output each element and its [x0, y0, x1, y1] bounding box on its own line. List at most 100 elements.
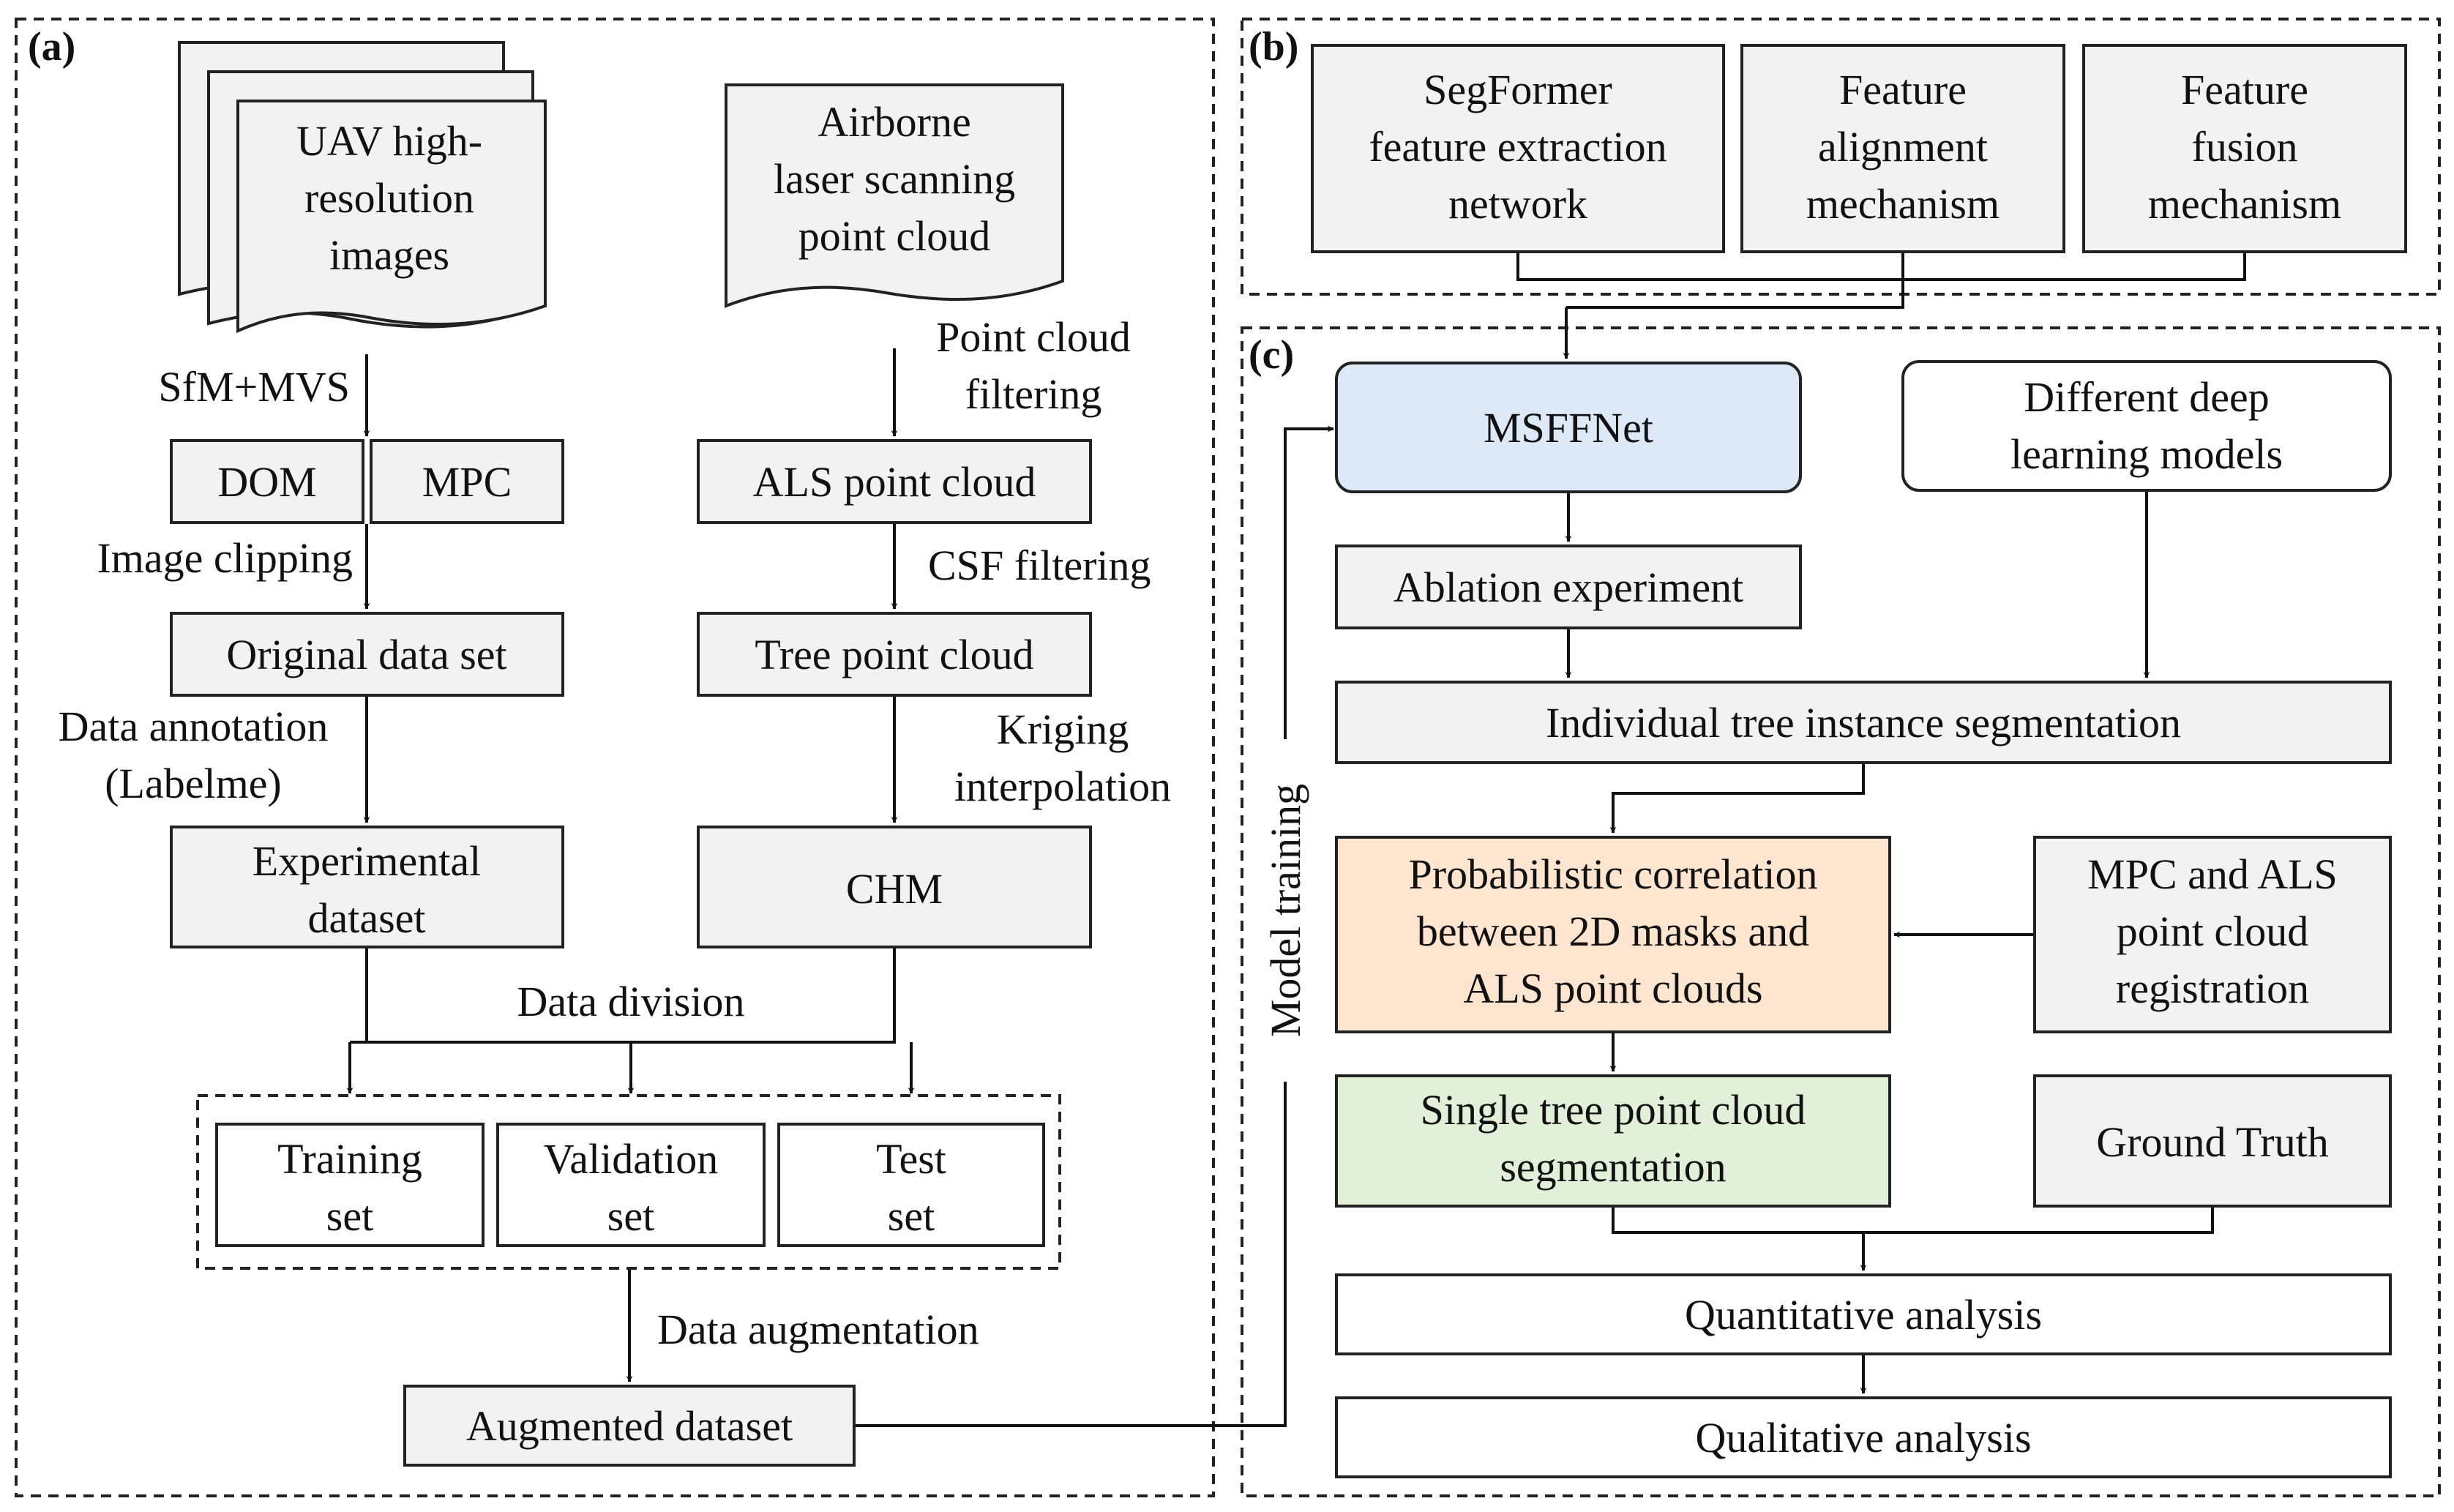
registration-node: MPC and ALS point cloud registration	[2033, 836, 2392, 1033]
label-line: Feature	[1839, 66, 1967, 113]
edge-individual-to-probabilistic	[1609, 764, 1865, 834]
label-line: point cloud	[2117, 907, 2309, 955]
msffnet-label: MSFFNet	[1484, 404, 1653, 452]
feature-fusion-node: Feature fusion mechanism	[2082, 44, 2407, 253]
msffnet-node: MSFFNet	[1335, 362, 1802, 493]
label-line: Airborne	[818, 98, 970, 146]
registration-label: MPC and ALS point cloud registration	[2087, 850, 2338, 1012]
label-line: alignment	[1818, 123, 1988, 171]
validation-set-node: Validation set	[496, 1123, 766, 1247]
label-line: mechanism	[2148, 180, 2341, 228]
label-line: interpolation	[954, 763, 1171, 810]
individual-segmentation-node: Individual tree instance segmentation	[1335, 681, 2392, 764]
probabilistic-box	[1335, 836, 1891, 1033]
msffnet-box	[1335, 362, 1802, 493]
label-line: Test	[876, 1135, 946, 1183]
label-line: CHM	[846, 865, 943, 913]
label-line: Single tree point cloud	[1421, 1086, 1806, 1134]
label-line: dataset	[307, 894, 425, 942]
label-line: DOM	[217, 458, 316, 506]
label-line: Model training	[1262, 784, 1309, 1037]
label-line: fusion	[2192, 123, 2298, 171]
original-dataset-node: Original data set	[170, 612, 564, 697]
original-dataset-label: Original data set	[226, 631, 506, 678]
label-line: Data annotation	[59, 703, 329, 750]
label-line: Data augmentation	[657, 1306, 979, 1353]
single-tree-box	[1335, 1074, 1891, 1208]
label-line: segmentation	[1500, 1143, 1726, 1191]
edge-augmented-model-training	[856, 1082, 1287, 1427]
label-line: Image clipping	[97, 534, 353, 582]
label-line: SfM+MVS	[158, 363, 350, 411]
label-line: Ablation experiment	[1394, 564, 1743, 611]
augmented-dataset-label: Augmented dataset	[466, 1402, 793, 1450]
label-line: images	[329, 231, 449, 279]
label-line: ALS point cloud	[753, 458, 1036, 506]
panel-label-a: (a)	[28, 24, 75, 70]
tree-point-cloud-label: Tree point cloud	[755, 631, 1033, 678]
panel-a-frame	[15, 18, 1215, 1497]
uav-doc-front	[236, 100, 547, 334]
label-line: Feature	[2181, 66, 2308, 113]
data-split-group-frame	[196, 1094, 1061, 1270]
label-line: Validation	[544, 1135, 718, 1183]
label-line: feature extraction	[1369, 123, 1666, 171]
label-line: ALS point clouds	[1463, 965, 1762, 1012]
label-line: Quantitative analysis	[1685, 1291, 2042, 1339]
chm-node: CHM	[697, 826, 1092, 948]
label-line: Original data set	[226, 631, 506, 678]
ground-truth-label: Ground Truth	[2096, 1118, 2328, 1166]
deep-models-box	[1901, 360, 2392, 492]
dom-node: DOM	[170, 439, 364, 524]
edge-model-training-to-msffnet	[1284, 425, 1334, 739]
validation-set-label: Validation set	[544, 1135, 718, 1240]
label-line: Individual tree instance segmentation	[1546, 699, 2181, 746]
panel-b-frame	[1241, 18, 2441, 296]
label-line: Data division	[517, 978, 745, 1025]
mpc-label: MPC	[422, 458, 512, 506]
ground-truth-node: Ground Truth	[2033, 1074, 2392, 1208]
label-line: registration	[2116, 965, 2309, 1012]
label-line: network	[1448, 180, 1587, 228]
label-line: (Labelme)	[105, 760, 282, 807]
data-augmentation-label: Data augmentation	[657, 1306, 979, 1353]
data-annotation-label: Data annotation (Labelme)	[59, 703, 329, 807]
label-line: set	[607, 1192, 654, 1240]
quantitative-label: Quantitative analysis	[1685, 1291, 2042, 1339]
label-line: Ground Truth	[2096, 1118, 2328, 1166]
tree-point-cloud-node: Tree point cloud	[697, 612, 1092, 697]
mpc-node: MPC	[370, 439, 564, 524]
qualitative-analysis-node: Qualitative analysis	[1335, 1396, 2392, 1478]
label-line: CSF filtering	[928, 542, 1151, 589]
label-line: set	[888, 1192, 935, 1240]
label-line: filtering	[965, 370, 1102, 418]
label-line: Augmented dataset	[466, 1402, 793, 1450]
label-line: Different deep	[2024, 373, 2269, 421]
test-set-label: Test set	[876, 1135, 946, 1240]
edge-single-tree-groundtruth-merge	[1612, 1208, 2214, 1234]
label-line: Training	[277, 1135, 422, 1183]
image-clipping-label: Image clipping	[97, 534, 353, 582]
label-line: MPC and ALS	[2087, 850, 2338, 898]
label-line: Kriging	[997, 706, 1129, 753]
label-line: Qualitative analysis	[1695, 1414, 2031, 1462]
als-point-cloud-node: ALS point cloud	[697, 439, 1092, 524]
test-set-node: Test set	[777, 1123, 1045, 1247]
label-line: MSFFNet	[1484, 404, 1653, 452]
single-tree-label: Single tree point cloud segmentation	[1421, 1086, 1806, 1191]
label-line: UAV high-	[296, 117, 482, 165]
label-line: Probabilistic correlation	[1409, 850, 1818, 898]
